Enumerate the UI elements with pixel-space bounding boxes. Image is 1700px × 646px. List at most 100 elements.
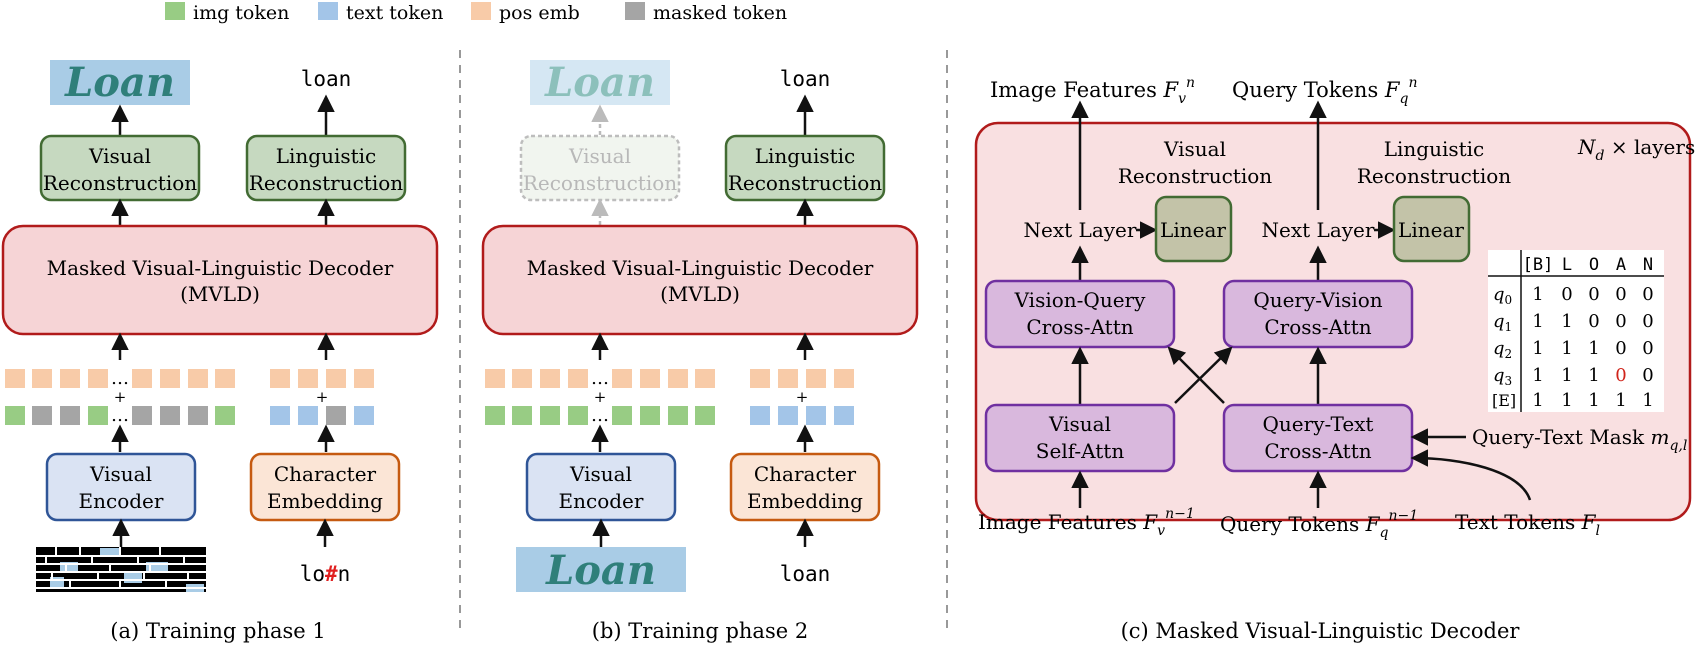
output-text-a: loan: [301, 67, 352, 91]
output-image-text-a: Loan: [64, 59, 175, 106]
linguistic-reconstruction-label-c: Linguistic: [1384, 137, 1485, 161]
mask-cell: 1: [1615, 390, 1626, 411]
mask-cell: 1: [1561, 390, 1572, 411]
mask-cell: 0: [1588, 284, 1599, 305]
legend-label-pos: pos emb: [499, 2, 580, 24]
linear-label-left: Linear: [1160, 218, 1226, 242]
mask-cell: 0: [1642, 338, 1653, 359]
mask-cell-highlight: 0: [1615, 365, 1626, 386]
query-text-line2: Cross-Attn: [1264, 439, 1371, 463]
visual-reconstruction-label-c: Visual: [1163, 137, 1226, 161]
output-text-b: loan: [780, 67, 831, 91]
plus-a-right: +: [316, 388, 329, 406]
query-tokens-out-label: Query Tokens Fqn: [1232, 75, 1417, 107]
mask-cell: 1: [1642, 390, 1653, 411]
visual-self-attn-line2: Self-Attn: [1036, 439, 1125, 463]
mask-cell: 1: [1588, 365, 1599, 386]
visual-reconstruction-line2-b: Reconstruction: [523, 171, 677, 195]
mask-cell: 1: [1532, 365, 1543, 386]
legend-swatch-masked: [625, 2, 645, 20]
masked-input-image-a: [36, 547, 206, 592]
output-image-a: [50, 60, 190, 105]
decoder-line2-a: (MVLD): [180, 282, 260, 306]
plus-b-left: +: [594, 388, 607, 406]
linear-box-right: [1392, 195, 1471, 263]
mask-header-0: [B]: [1523, 255, 1554, 275]
output-image-text-b: Loan: [544, 59, 655, 106]
caption-b: (b) Training phase 2: [592, 619, 808, 643]
legend-swatch-text: [318, 2, 338, 20]
mask-cell: 1: [1561, 365, 1572, 386]
masked-input-text-a: lo#n: [300, 562, 351, 586]
visual-encoder-line2-a: Encoder: [79, 489, 164, 513]
legend: img token text token pos emb masked toke…: [165, 2, 787, 24]
mask-header-3: A: [1616, 255, 1626, 275]
mask-cell: 0: [1642, 284, 1653, 305]
mask-table: [B] L O A N q0 q1 q2 q3 [E] 1 0 0 0 0 1 …: [1488, 250, 1664, 412]
output-image-b: [530, 60, 670, 105]
mask-cell: 1: [1561, 338, 1572, 359]
visual-encoder-line1-a: Visual: [89, 462, 152, 486]
mask-cell: 0: [1615, 284, 1626, 305]
plus-a-left: +: [114, 388, 127, 406]
mask-header-4: N: [1643, 255, 1653, 275]
input-text-b: loan: [780, 562, 831, 586]
visual-self-attn-line1: Visual: [1048, 412, 1111, 436]
character-embedding-line1-a: Character: [274, 462, 377, 486]
decoder-box-a: [1, 224, 439, 336]
query-tokens-in-label: Query Tokens Fqn−1: [1220, 508, 1418, 541]
mask-cell: 0: [1642, 311, 1653, 332]
decoder-line2-b: (MVLD): [660, 282, 740, 306]
query-vision-line1: Query-Vision: [1253, 288, 1382, 312]
legend-swatch-pos: [471, 2, 491, 20]
visual-reconstruction-line2-a: Reconstruction: [43, 171, 197, 195]
mask-row-label-4: [E]: [1492, 391, 1516, 410]
input-image-b: [516, 547, 686, 592]
ellipsis-top-b: …: [591, 368, 609, 389]
legend-label-text: text token: [346, 2, 443, 24]
mask-cell: 0: [1615, 311, 1626, 332]
linguistic-reconstruction-line1-b: Linguistic: [755, 144, 856, 168]
mask-cell: 0: [1642, 365, 1653, 386]
linguistic-reconstruction-line1-a: Linguistic: [276, 144, 377, 168]
panel-a: Loan loan Visual Reconstruction Linguist…: [1, 59, 439, 643]
visual-reconstruction-line1-a: Visual: [88, 144, 151, 168]
mask-cell: 0: [1588, 311, 1599, 332]
mask-cell: 1: [1532, 311, 1543, 332]
linguistic-reconstruction-line2-b: Reconstruction: [728, 171, 882, 195]
ellipsis-top-a: …: [111, 368, 129, 389]
legend-label-img: img token: [193, 2, 289, 24]
mask-cell: 1: [1532, 284, 1543, 305]
caption-c: (c) Masked Visual-Linguistic Decoder: [1121, 619, 1521, 643]
linguistic-reconstruction-line2-a: Reconstruction: [249, 171, 403, 195]
mask-cell: 1: [1532, 390, 1543, 411]
character-embedding-line2-a: Embedding: [267, 489, 383, 513]
linguistic-reconstruction-label2-c: Reconstruction: [1357, 164, 1511, 188]
mask-char: #: [325, 562, 338, 586]
caption-a: (a) Training phase 1: [110, 619, 325, 643]
mask-cell: 0: [1561, 284, 1572, 305]
next-layer-right: Next Layer: [1262, 218, 1375, 242]
visual-encoder-line1-b: Visual: [569, 462, 632, 486]
panel-c: Image Features Fvn Query Tokens Fqn Nd ×…: [974, 75, 1695, 643]
vision-query-line1: Vision-Query: [1014, 288, 1147, 312]
plus-b-right: +: [796, 388, 809, 406]
text-tokens-in-label: Text Tokens Fl: [1455, 510, 1600, 539]
decoder-line1-a: Masked Visual-Linguistic Decoder: [47, 256, 394, 280]
layers-label: Nd × layers: [1577, 135, 1695, 164]
character-embedding-line2-b: Embedding: [747, 489, 863, 513]
decoder-box-b: [481, 224, 919, 336]
next-layer-left: Next Layer: [1024, 218, 1137, 242]
mask-cell: 1: [1588, 390, 1599, 411]
legend-swatch-img: [165, 2, 185, 20]
query-text-line1: Query-Text: [1263, 412, 1374, 436]
ellipsis-bottom-a: …: [111, 405, 129, 426]
mask-cell: 0: [1615, 338, 1626, 359]
token-rows-b: … + … +: [485, 368, 854, 426]
mask-header-2: O: [1589, 255, 1599, 275]
linear-label-right: Linear: [1398, 218, 1464, 242]
visual-reconstruction-label2-c: Reconstruction: [1118, 164, 1272, 188]
visual-encoder-line2-b: Encoder: [559, 489, 644, 513]
image-features-in-label: Image Features Fvn−1: [978, 506, 1195, 539]
